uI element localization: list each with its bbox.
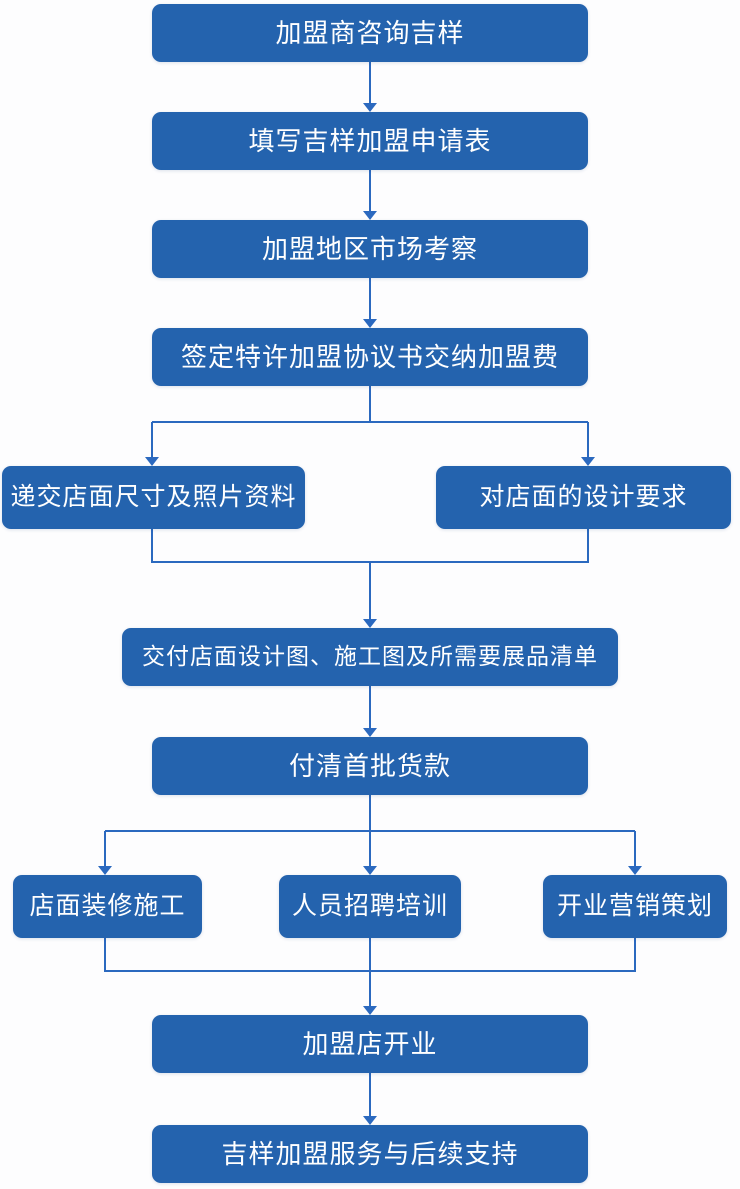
flow-node-consult: 加盟商咨询吉样 <box>152 4 588 62</box>
flow-node-application: 填写吉样加盟申请表 <box>152 112 588 170</box>
flow-node-store-info: 递交店面尺寸及照片资料 <box>2 466 305 529</box>
flow-node-agreement: 签定特许加盟协议书交纳加盟费 <box>152 328 588 386</box>
flow-node-marketing: 开业营销策划 <box>543 875 727 938</box>
arrowhead-store-info <box>145 457 159 466</box>
flow-node-support: 吉样加盟服务与后续支持 <box>152 1125 588 1183</box>
flow-node-recruitment: 人员招聘培训 <box>279 875 461 938</box>
edge-agreement-split <box>151 386 589 457</box>
flow-node-design-delivery: 交付店面设计图、施工图及所需要展品清单 <box>122 628 618 686</box>
flow-node-first-payment: 付清首批货款 <box>152 737 588 795</box>
arrowhead-recruitment <box>363 866 377 875</box>
edge-branches-merge <box>151 529 589 619</box>
flow-node-market-survey: 加盟地区市场考察 <box>152 220 588 278</box>
arrowhead-renovation <box>98 866 112 875</box>
arrowhead-marketing <box>628 866 642 875</box>
arrowhead-opening <box>363 1006 377 1015</box>
arrowhead-design-delivery <box>363 619 377 628</box>
flow-node-renovation: 店面装修施工 <box>13 875 202 938</box>
arrowhead-agreement <box>363 319 377 328</box>
flow-node-design-requirements: 对店面的设计要求 <box>436 466 731 529</box>
flow-node-opening: 加盟店开业 <box>152 1015 588 1073</box>
arrowhead-support <box>363 1116 377 1125</box>
arrowhead-market-survey <box>363 211 377 220</box>
arrowhead-first-payment <box>363 728 377 737</box>
arrowhead-application <box>363 103 377 112</box>
edge-first-payment-split <box>104 795 636 866</box>
edge-three-merge <box>104 938 636 1006</box>
arrowhead-design-requirements <box>581 457 595 466</box>
